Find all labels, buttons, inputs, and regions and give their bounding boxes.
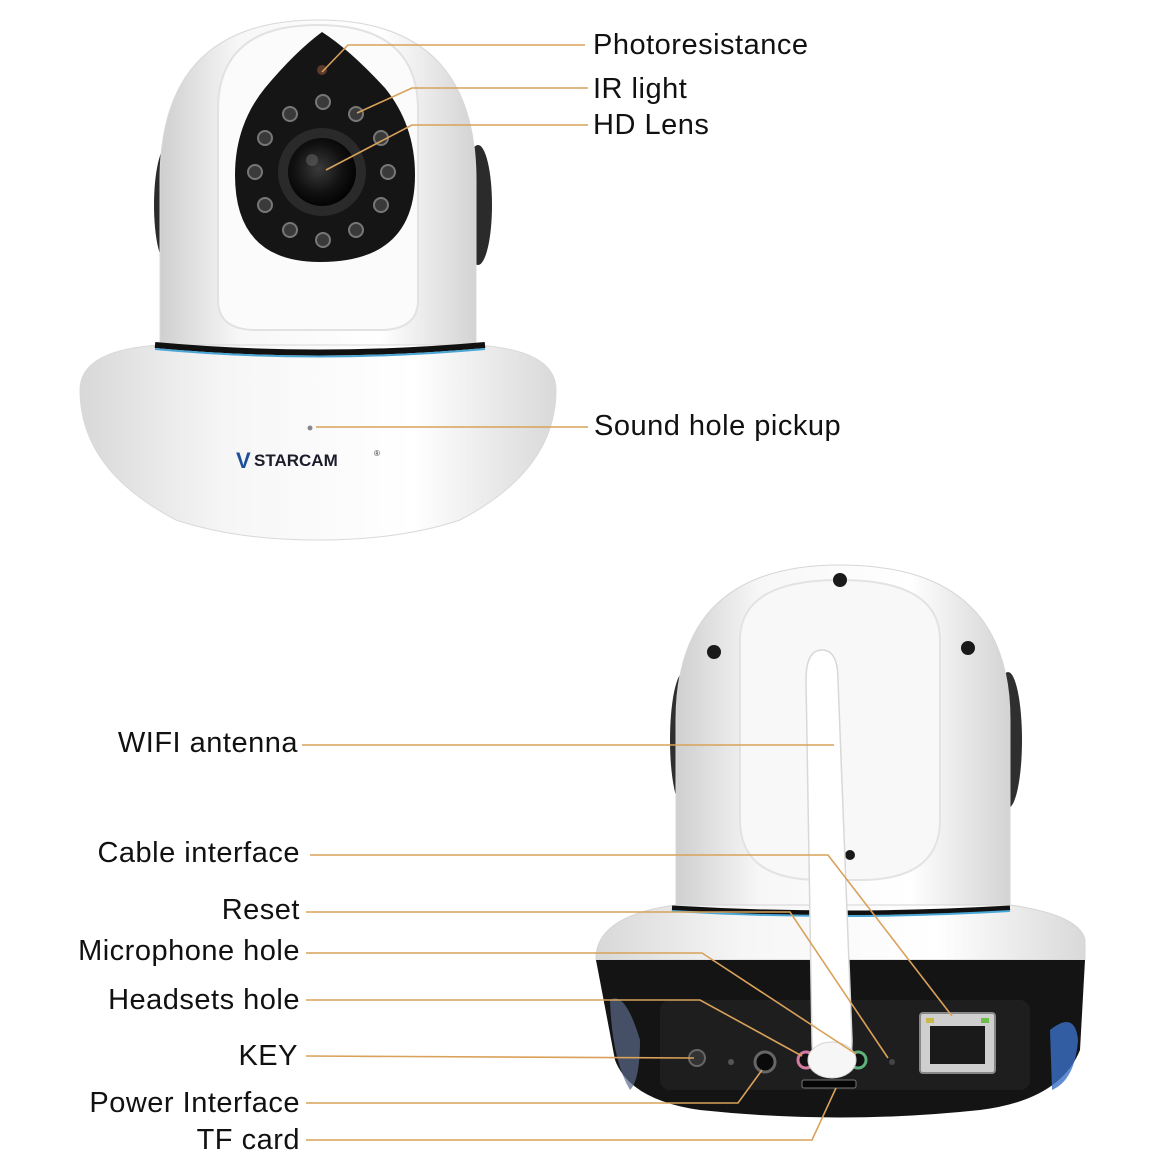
label-key: KEY xyxy=(238,1040,298,1072)
ethernet-led-left xyxy=(926,1018,934,1023)
hd-lens xyxy=(288,138,356,206)
label-hd-lens: HD Lens xyxy=(593,109,710,141)
logo-reg: ® xyxy=(374,449,380,458)
label-headsets-hole: Headsets hole xyxy=(108,984,300,1016)
label-microphone-hole: Microphone hole xyxy=(78,935,300,967)
front-accent-ring xyxy=(154,348,486,358)
wifi-antenna-base xyxy=(807,1041,857,1079)
leader-lines xyxy=(302,44,953,1141)
label-photoresistance: Photoresistance xyxy=(593,29,809,61)
screw-hole-right xyxy=(961,641,975,655)
sound-hole xyxy=(307,425,313,431)
starcam-logo: V STARCAM ® xyxy=(236,448,380,473)
label-reset: Reset xyxy=(221,894,300,926)
leader-headsets-hole xyxy=(306,999,803,1057)
reset-hole[interactable] xyxy=(889,1059,895,1065)
label-sound-hole: Sound hole pickup xyxy=(594,410,842,442)
label-ir-light: IR light xyxy=(593,73,688,105)
leader-ir-light xyxy=(356,87,588,114)
screw-hole-top xyxy=(833,573,847,587)
front-accent-ring-dark xyxy=(154,342,486,356)
leader-reset xyxy=(306,911,889,1059)
tf-card-slot[interactable] xyxy=(801,1079,857,1089)
ir-led-ring xyxy=(247,94,396,248)
leader-power-interface xyxy=(306,1069,763,1104)
back-left-light xyxy=(610,998,640,1090)
label-cable-interface: Cable interface xyxy=(97,837,300,869)
label-power-interface: Power Interface xyxy=(89,1087,300,1119)
screw-hole-bottom xyxy=(845,850,855,860)
label-wifi-antenna: WIFI antenna xyxy=(117,727,298,759)
leader-key xyxy=(305,1055,695,1059)
leader-hd-lens xyxy=(325,124,588,171)
power-interface-jack[interactable] xyxy=(753,1050,777,1074)
status-led-1 xyxy=(728,1059,734,1065)
leader-photoresistance xyxy=(321,44,585,73)
front-base xyxy=(79,344,557,541)
screw-hole-left xyxy=(707,645,721,659)
logo-text: STARCAM xyxy=(254,451,338,470)
ethernet-led-right xyxy=(981,1018,989,1023)
leader-microphone-hole xyxy=(306,952,857,1055)
front-camera: V STARCAM ® xyxy=(79,19,557,541)
ethernet-port-socket xyxy=(930,1026,985,1064)
leader-tf-card xyxy=(306,1087,837,1141)
back-camera xyxy=(595,564,1086,1118)
photoresistance-sensor xyxy=(317,65,327,75)
back-right-light xyxy=(1050,1022,1078,1090)
logo-mark: V xyxy=(236,448,251,473)
leader-cable-interface xyxy=(310,854,953,1017)
label-tf-card: TF card xyxy=(196,1124,300,1156)
